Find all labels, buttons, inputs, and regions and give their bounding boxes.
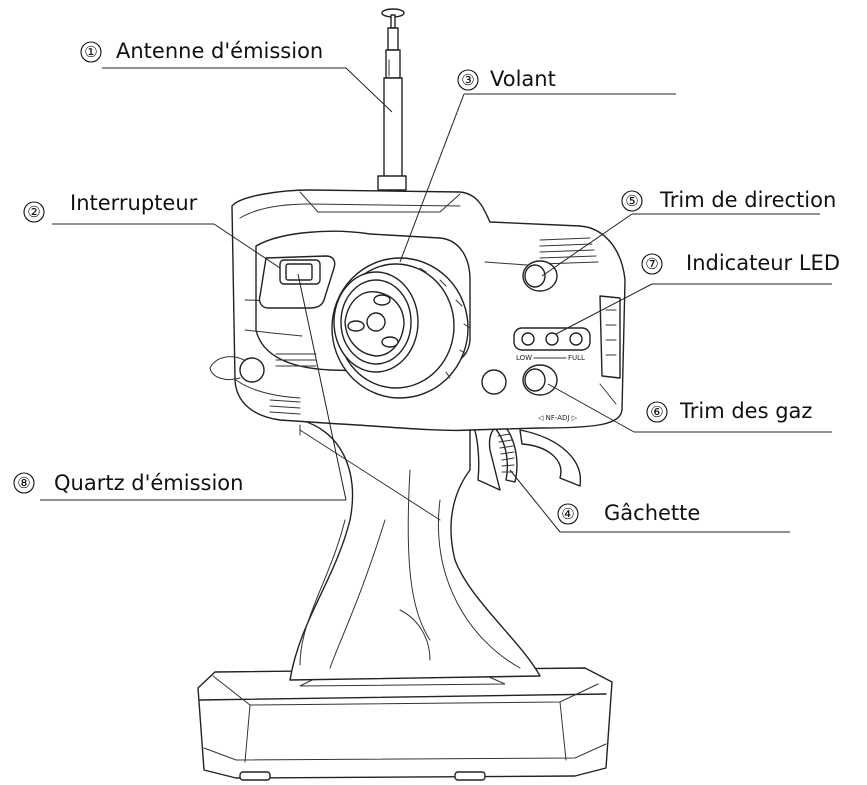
callout-3-leader bbox=[399, 93, 465, 263]
antenna-drawing bbox=[377, 8, 407, 191]
callout-2: ② Interrupteur bbox=[23, 191, 281, 269]
callout-7-label: Indicateur LED bbox=[686, 251, 840, 275]
callout-5-leader bbox=[541, 213, 633, 277]
callout-2-leader bbox=[213, 223, 281, 269]
callout-3: ③ Volant bbox=[399, 67, 676, 263]
callout-6-label: Trim des gaz bbox=[679, 399, 812, 423]
base-drawing bbox=[197, 667, 613, 781]
led-full-text: FULL bbox=[568, 354, 585, 362]
callout-4-number: ④ bbox=[561, 505, 574, 523]
callout-1-circle bbox=[80, 41, 102, 63]
callout-6-number: ⑥ bbox=[650, 403, 663, 421]
callout-6: ⑥ Trim des gaz bbox=[547, 383, 832, 433]
control-panel-drawing: LOW FULL ◁ NF-ADJ ▷ bbox=[513, 260, 591, 422]
callout-1-label: Antenne d'émission bbox=[116, 39, 323, 63]
callout-4-label: Gâchette bbox=[604, 501, 700, 525]
grip-drawing bbox=[289, 419, 541, 681]
callout-7-number: ⑦ bbox=[645, 255, 658, 273]
steering-wheel-drawing bbox=[331, 257, 507, 399]
callout-3-number: ③ bbox=[461, 71, 474, 89]
callout-8-label: Quartz d'émission bbox=[54, 471, 243, 495]
nf-adj-text: ◁ NF-ADJ ▷ bbox=[538, 414, 578, 422]
callout-5-number: ⑤ bbox=[625, 192, 638, 210]
trigger-drawing bbox=[469, 419, 582, 491]
callout-1: ① Antenne d'émission bbox=[80, 39, 393, 113]
callout-7: ⑦ Indicateur LED bbox=[555, 251, 840, 335]
callout-8-circle bbox=[13, 472, 35, 494]
callout-5-circle bbox=[621, 190, 643, 212]
callout-4-circle bbox=[557, 503, 579, 525]
callout-6-circle bbox=[646, 401, 668, 423]
callout-4: ④ Gâchette bbox=[509, 469, 790, 533]
callout-1-leader bbox=[345, 67, 393, 113]
callout-8-number: ⑧ bbox=[17, 474, 30, 492]
callout-5-label: Trim de direction bbox=[659, 188, 836, 212]
callout-6-leader bbox=[547, 383, 635, 433]
callout-7-leader bbox=[555, 283, 653, 335]
callout-4-leader bbox=[509, 469, 561, 533]
callout-8: ⑧ Quartz d'émission bbox=[13, 273, 347, 501]
callout-2-circle bbox=[23, 201, 45, 223]
callout-8-leader bbox=[297, 273, 347, 501]
callout-1-number: ① bbox=[84, 43, 97, 61]
callout-5: ⑤ Trim de direction bbox=[541, 188, 836, 277]
led-low-text: LOW bbox=[516, 354, 532, 362]
callout-3-circle bbox=[457, 69, 479, 91]
callout-2-label: Interrupteur bbox=[70, 191, 198, 215]
callout-2-number: ② bbox=[27, 203, 40, 221]
rc-transmitter-drawing: LOW FULL ◁ NF-ADJ ▷ bbox=[197, 8, 626, 781]
callout-3-label: Volant bbox=[490, 67, 556, 91]
callout-7-circle bbox=[641, 253, 663, 275]
